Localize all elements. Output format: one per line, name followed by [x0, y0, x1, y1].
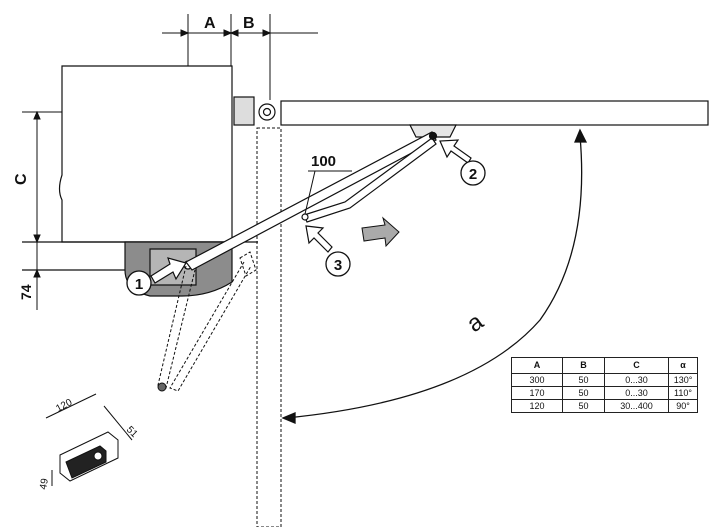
callout-3-circle [325, 251, 351, 277]
dimension-74 [33, 242, 41, 310]
closer-arms [185, 131, 438, 271]
header-b: B [562, 357, 605, 374]
bracket-width-label: 51 [124, 424, 140, 440]
table-cell: 90° [668, 399, 698, 413]
header-alpha: α [668, 357, 698, 374]
alt-arm-position [157, 251, 257, 392]
table-cell: 170 [511, 386, 563, 400]
callout-arrow-3 [305, 225, 333, 253]
door-vertical [256, 127, 282, 527]
table-row: 300 50 0...30 130° [511, 373, 698, 387]
table-cell: 50 [562, 386, 605, 400]
callout-2: 2 [469, 166, 477, 183]
page-edge-mask [704, 350, 710, 440]
table-cell: 0...30 [604, 373, 669, 387]
table-cell: 50 [562, 373, 605, 387]
label-c: C [13, 173, 30, 185]
spec-table: A B C α 300 50 0...30 130° 170 50 0...30… [511, 357, 698, 413]
dimension-100 [304, 170, 352, 215]
label-74: 74 [18, 284, 34, 300]
dimension-c [22, 110, 62, 244]
table-cell: 300 [511, 373, 563, 387]
label-100: 100 [311, 153, 336, 170]
table-cell: 50 [562, 399, 605, 413]
table-cell: 130° [668, 373, 698, 387]
callout-arrow-1 [150, 257, 187, 284]
label-b: B [243, 15, 255, 32]
opening-angle-arc [281, 128, 588, 424]
table-cell: 30...400 [604, 399, 669, 413]
callout-3: 3 [334, 257, 342, 274]
bracket-height-label: 49 [38, 477, 51, 490]
door-leaf [233, 96, 709, 138]
label-alpha: a [462, 308, 489, 338]
spec-table-header-row: A B C α [511, 357, 698, 374]
table-row: 120 50 30...400 90° [511, 399, 698, 413]
bracket-length-label: 120 [54, 397, 74, 415]
open-direction-arrow [361, 216, 400, 248]
callout-2-circle [460, 160, 486, 186]
bracket-detail [45, 393, 133, 486]
header-a: A [511, 357, 563, 374]
door-frame [22, 65, 258, 271]
header-c: C [604, 357, 669, 374]
label-a: A [204, 15, 216, 32]
table-row: 170 50 0...30 110° [511, 386, 698, 400]
table-cell: 0...30 [604, 386, 669, 400]
callout-1: 1 [135, 276, 143, 293]
table-cell: 120 [511, 399, 563, 413]
callout-arrow-2 [439, 139, 472, 164]
table-cell: 110° [668, 386, 698, 400]
callout-1-circle [126, 270, 152, 296]
